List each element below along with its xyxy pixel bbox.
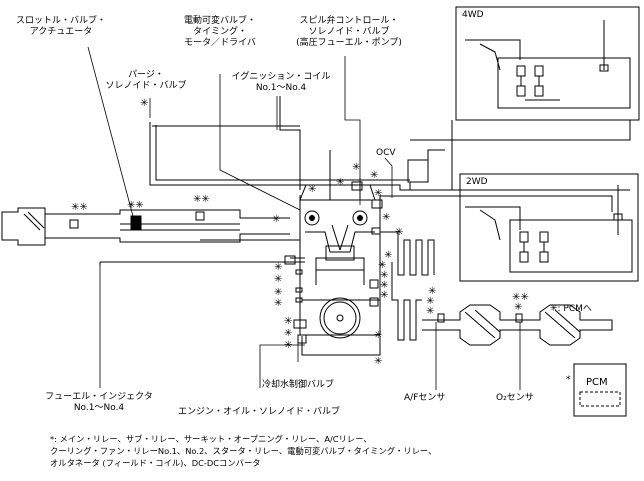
svg-text:✳: ✳ [374,188,382,199]
svg-text:✳: ✳ [384,250,392,261]
engine [284,181,383,356]
svg-text:✳: ✳ [274,287,282,298]
svg-text:✳✳: ✳✳ [512,292,529,303]
coolant-valve-label: 冷却水制御バルブ [262,380,335,390]
footnote-line-1: *: メイン・リレー、サブ・リレー、サーキット・オープニング・リレー、A/Cリレ… [50,434,372,444]
footnote-line-3: オルタネータ (フィールド・コイル)、DC-DCコンバータ [50,458,261,468]
svg-text:✳: ✳ [336,177,344,188]
pcm-label: PCM [586,377,608,388]
svg-text:✳: ✳ [284,316,292,327]
svg-text:✳: ✳ [374,330,382,341]
svg-text:✳: ✳ [426,306,434,317]
inset-2wd [459,173,639,282]
svg-text:✳✳: ✳✳ [193,194,210,205]
intake-duct [1,207,290,246]
svg-text:✳: ✳ [374,356,382,367]
pcm-box [573,363,627,417]
svg-text:✳: ✳ [514,302,522,313]
purge-solenoid-label: パージ・ ソレノイド・バルブ [105,70,187,91]
svg-text:✳: ✳ [426,296,434,307]
svg-text:✳: ✳ [380,290,388,301]
asterisk-markers: ✳ ✳✳ ✳✳ ✳✳ ✳ ✳ ✳ ✳ ✳ ✳ ✳ ✳ ✳ ✳ ✳ ✳ ✳ ✳ ✳… [71,98,529,367]
svg-text:✳: ✳ [395,227,403,238]
svg-text:✳: ✳ [308,184,316,195]
svg-text:✳: ✳ [428,286,436,297]
svg-text:✳: ✳ [370,170,378,181]
ocv-label: OCV [376,148,396,158]
exhaust [380,231,613,346]
inset-4wd [455,6,640,121]
vvt-motor-label: 電動可変バルブ・ タイミング・ モータ／ドライバ [183,16,256,48]
footnote-line-2: クーリング・ファン・リレーNo.1、No.2、スタータ・リレー、電動可変バルブ・… [50,446,437,456]
svg-text:✳✳: ✳✳ [71,202,88,213]
ignition-coil-label: イグニッション・コイル No.1〜No.4 [231,72,331,93]
svg-text:✳: ✳ [274,298,282,309]
wiring-harness [99,96,631,266]
oil-solenoid-label: エンジン・オイル・ソレノイド・バルブ [178,407,341,417]
svg-text:✳: ✳ [284,328,292,339]
label-2wd: 2WD [466,177,488,187]
svg-text:✳: ✳ [380,280,388,291]
o2-sensor-label: O₂センサ [496,393,534,403]
svg-text:✳: ✳ [284,340,292,351]
svg-text:✳: ✳ [140,98,148,109]
svg-text:✳: ✳ [272,214,280,225]
svg-text:✳✳: ✳✳ [127,200,144,211]
fuel-injector-label: フューエル・インジェクタ No.1〜No.4 [45,392,153,413]
pcm-asterisk: * [566,375,571,385]
pcm-note-label: ✳: PCMへ [550,304,592,314]
svg-text:✳: ✳ [352,162,360,173]
label-4wd: 4WD [462,10,484,20]
spill-valve-label: スピル弁コントロール・ ソレノイド・バルブ (高圧フューエル・ポンプ) [296,16,402,48]
svg-text:✳: ✳ [378,260,386,271]
throttle-actuator-label: スロットル・バルブ・ アクチュエータ [15,16,106,37]
af-sensor-label: A/Fセンサ [404,393,446,403]
svg-text:✳: ✳ [274,262,282,273]
svg-text:✳: ✳ [274,274,282,285]
leader-lines [87,46,521,390]
svg-text:✳: ✳ [382,212,390,223]
svg-text:✳: ✳ [380,270,388,281]
